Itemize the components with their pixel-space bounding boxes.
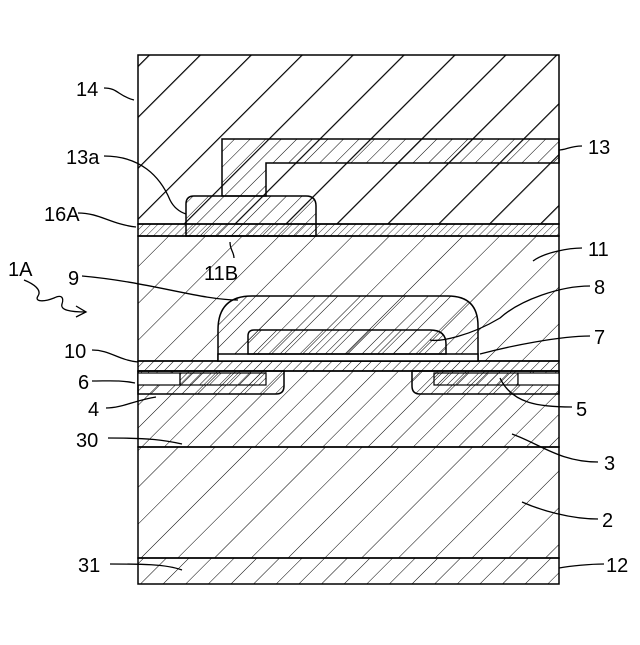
label-16A: 16A bbox=[44, 204, 80, 226]
label-8: 8 bbox=[594, 277, 605, 299]
layer-10 bbox=[138, 361, 559, 371]
layer-5-right-region bbox=[518, 373, 559, 385]
layer-2 bbox=[138, 447, 559, 558]
label-13a: 13a bbox=[66, 147, 100, 169]
label-11: 11 bbox=[588, 239, 609, 261]
label-13: 13 bbox=[588, 137, 610, 159]
label-30: 30 bbox=[76, 430, 98, 452]
layer-5-left bbox=[180, 373, 266, 385]
layer-13a bbox=[186, 196, 316, 236]
layer-7 bbox=[218, 354, 478, 361]
layer-8 bbox=[248, 330, 446, 354]
layer-12 bbox=[138, 558, 559, 584]
label-5: 5 bbox=[576, 399, 587, 421]
label-14: 14 bbox=[76, 79, 98, 101]
label-6: 6 bbox=[78, 372, 89, 394]
label-12: 12 bbox=[606, 555, 628, 577]
layer-5-right bbox=[434, 373, 518, 385]
label-3: 3 bbox=[604, 453, 615, 475]
label-4: 4 bbox=[88, 399, 99, 421]
label-1A: 1A bbox=[8, 259, 33, 281]
label-31: 31 bbox=[78, 555, 100, 577]
label-7: 7 bbox=[594, 327, 605, 349]
label-9: 9 bbox=[68, 268, 79, 290]
layer-4-region bbox=[138, 373, 180, 385]
label-10: 10 bbox=[64, 341, 86, 363]
label-11B: 11B bbox=[204, 263, 238, 285]
label-2: 2 bbox=[602, 510, 613, 532]
